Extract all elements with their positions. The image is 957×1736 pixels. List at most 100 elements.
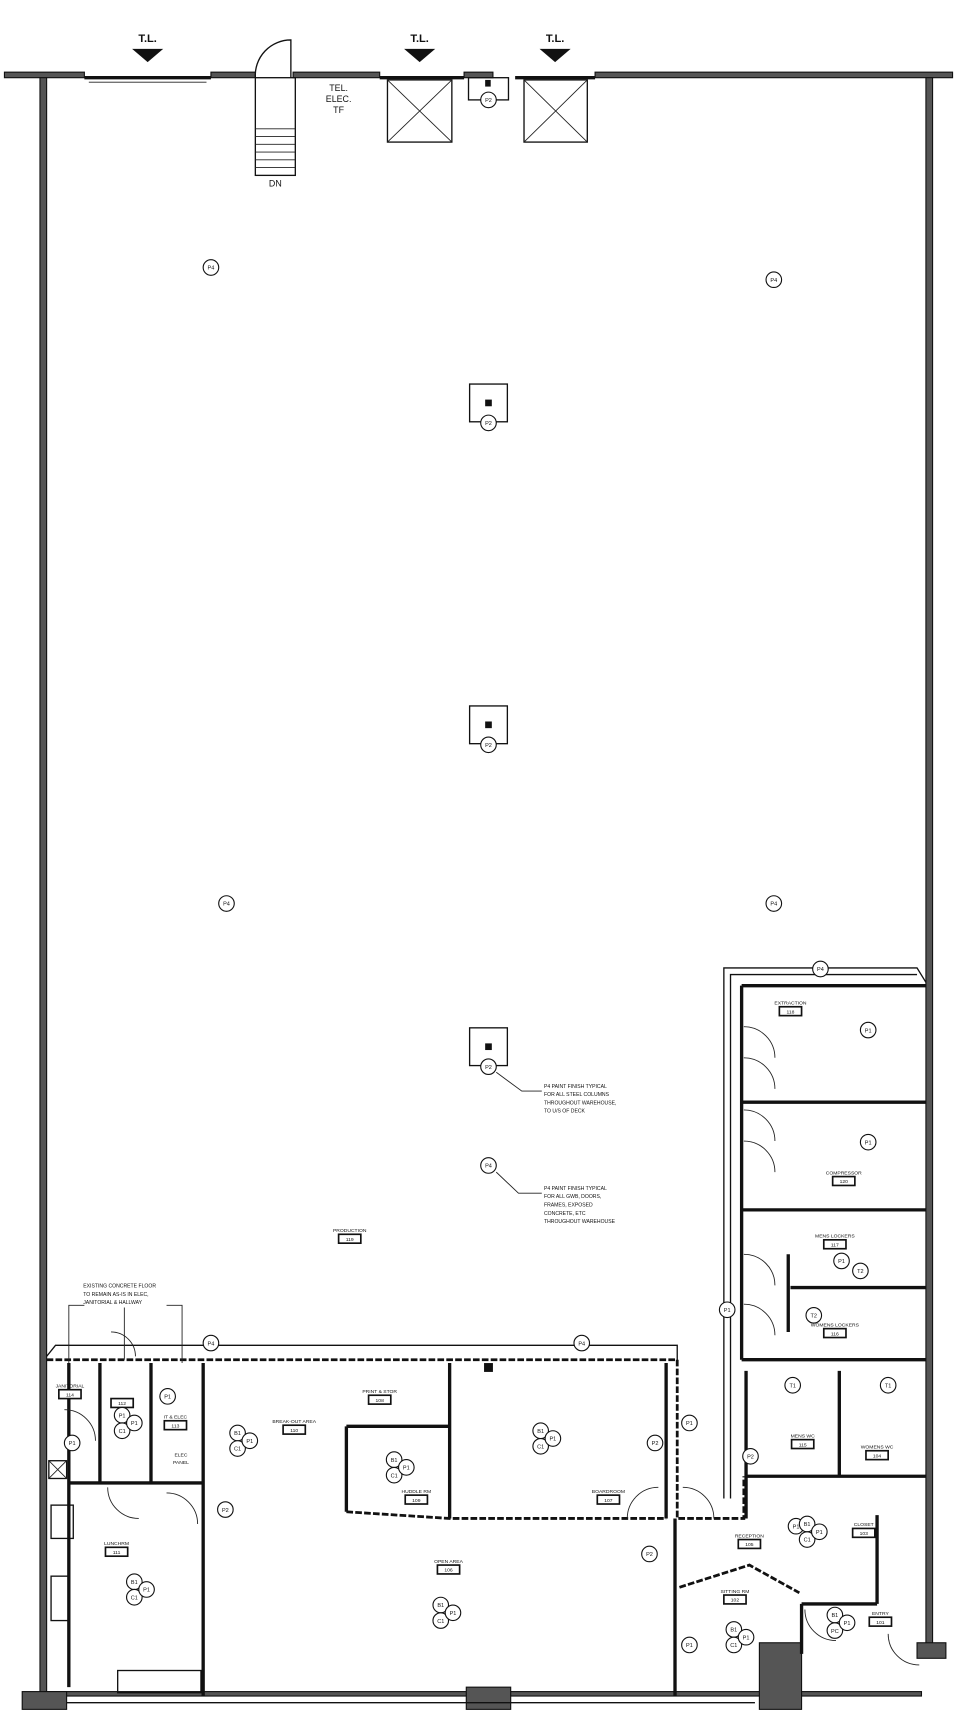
- tl-label: T.L.: [410, 33, 429, 45]
- room-name: MENS LOCKERS: [815, 1234, 855, 1240]
- note-line: FOR ALL STEEL COLUMNS: [544, 1092, 610, 1098]
- note-line: JANITORIAL & HALLWAY: [83, 1300, 142, 1306]
- finish-tag-code: P1: [143, 1588, 150, 1594]
- finish-tag-code: B1: [391, 1458, 398, 1464]
- room-name: EXTRACTION: [774, 1001, 807, 1007]
- note-line: P4 PAINT FINISH TYPICAL: [544, 1084, 607, 1090]
- finish-tag-code: C1: [131, 1595, 138, 1601]
- note-line: TO U/S OF DECK: [544, 1109, 586, 1115]
- finish-tag: T2: [805, 1306, 823, 1324]
- elec-panel-label-2: PANEL: [173, 1460, 189, 1466]
- finish-tag-code: C1: [234, 1447, 241, 1453]
- room-name: JANITORIAL: [56, 1383, 85, 1389]
- note-line: THROUGHOUT WAREHOUSE: [544, 1219, 616, 1225]
- finish-tag: P4: [480, 1157, 497, 1174]
- room-number: 120: [840, 1179, 849, 1185]
- room-name: COMPRESSOR: [826, 1170, 862, 1176]
- tl-label: T.L.: [546, 33, 565, 45]
- finish-tag: P2: [641, 1545, 658, 1563]
- room-number: 103: [860, 1531, 869, 1537]
- arrow-down-icon: [539, 48, 571, 63]
- room-number: 111: [113, 1550, 121, 1556]
- office-area: ELEC PANEL: [46, 1331, 926, 1697]
- finish-tag-code: T2: [811, 1314, 817, 1320]
- room-name: HUDDLE RM: [402, 1489, 432, 1495]
- room-number: 118: [786, 1009, 794, 1015]
- finish-tag: P1: [63, 1434, 81, 1452]
- room-label: MENS WC 115: [791, 1433, 815, 1450]
- finish-tag-code: P4: [578, 1341, 585, 1347]
- finish-tag-code: C1: [730, 1643, 737, 1649]
- finish-tag-code: P2: [485, 743, 492, 749]
- finish-tag-code: B1: [537, 1429, 544, 1435]
- room-label: 112: [110, 1397, 135, 1409]
- finish-tag-code: PC: [831, 1629, 839, 1635]
- note-line: EXISTING CONCRETE FLOOR: [83, 1284, 156, 1290]
- finish-tag-code: P1: [844, 1621, 851, 1627]
- room-number: 116: [831, 1331, 839, 1337]
- service-label-1: TEL.: [329, 83, 348, 93]
- room-number: 106: [444, 1568, 453, 1574]
- room-name: MENS WC: [791, 1433, 815, 1439]
- room-name: ENTRY: [872, 1611, 889, 1617]
- finish-tag: P1: [859, 1133, 877, 1151]
- finish-tag-code: P4: [485, 1164, 492, 1170]
- finish-tag: P4: [218, 895, 235, 912]
- room-number: 119: [346, 1237, 354, 1243]
- finish-tag-code: P2: [646, 1552, 653, 1558]
- room-name: CLOSET: [854, 1522, 874, 1528]
- room-label: WOMENS LOCKERS 116: [811, 1322, 860, 1339]
- finish-tag: P4: [812, 960, 829, 978]
- room-number: 110: [290, 1428, 298, 1434]
- note-line: THROUGHOUT WAREHOUSE,: [544, 1100, 616, 1106]
- exterior-walls: [3, 71, 954, 1710]
- room-label: EXTRACTION 118: [774, 1001, 807, 1017]
- finish-tag-code: P1: [69, 1441, 76, 1447]
- room-number: 104: [873, 1453, 882, 1459]
- finish-tag-code: P4: [208, 1341, 215, 1347]
- finish-tag-code: C1: [391, 1473, 398, 1479]
- finish-tag-code: P4: [770, 902, 777, 908]
- finish-tag: T1: [879, 1376, 897, 1394]
- room-number: 107: [604, 1498, 613, 1504]
- finish-tag: P1: [718, 1301, 736, 1319]
- room-name: WOMENS LOCKERS: [811, 1322, 860, 1328]
- room-number: 102: [731, 1598, 740, 1604]
- room-name: LUNCHRM: [104, 1541, 129, 1547]
- finish-tag-code: P2: [485, 98, 492, 104]
- finish-tag-code: P1: [450, 1611, 457, 1617]
- arrow-down-icon: [404, 48, 436, 63]
- finish-tag-code: P1: [246, 1439, 253, 1445]
- finish-tag-code: P2: [222, 1508, 229, 1514]
- finish-tag-code: P1: [816, 1530, 823, 1536]
- finish-tag-code: P1: [164, 1395, 171, 1401]
- finish-tag-code: C1: [119, 1429, 126, 1435]
- finish-tag-code: P4: [223, 902, 230, 908]
- finish-tag-code: P1: [724, 1308, 731, 1314]
- finish-tag-code: P1: [686, 1643, 693, 1649]
- tl-marker: T.L.: [132, 33, 164, 63]
- note-line: FOR ALL GWB, DOORS,: [544, 1194, 601, 1200]
- room-name: OPEN AREA: [434, 1559, 463, 1565]
- room-number: 115: [799, 1442, 807, 1448]
- truck-loading-markers: T.L. T.L. T.L.: [132, 33, 571, 63]
- finish-tag-code: P4: [770, 278, 777, 284]
- room-name: IT & ELEC: [164, 1415, 188, 1421]
- finish-tag: T1: [784, 1376, 802, 1394]
- room-name: PRODUCTION: [333, 1228, 367, 1234]
- finish-tag-code: P1: [865, 1140, 872, 1146]
- elec-panel-label-1: ELEC: [174, 1452, 187, 1458]
- room-label: OPEN AREA 106: [434, 1559, 464, 1575]
